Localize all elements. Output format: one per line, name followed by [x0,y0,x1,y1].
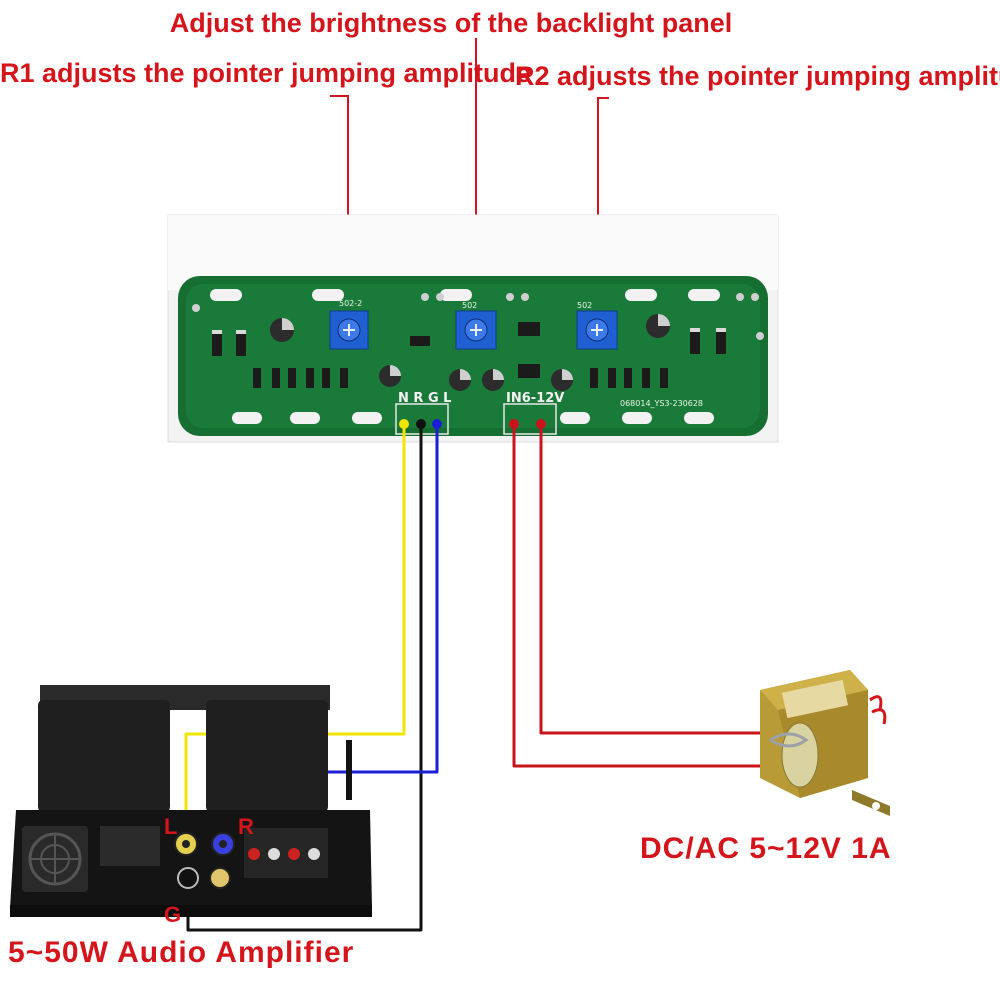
r2-callout: R2 adjusts the pointer jumping amplitude [515,61,1000,91]
smd-parts [212,322,726,388]
ground-terminal-label: G [164,902,181,927]
transformer [760,670,890,816]
part-number-silk: 068014_YS3-230628 [620,399,703,408]
vu-meter-module: 502-2 502 502 [167,214,779,443]
power-callout: DC/AC 5~12V 1A [640,832,892,865]
input-pins [399,419,546,429]
header-right-label: IN6-12V [506,391,564,406]
rca-jacks [248,848,320,860]
right-terminal-label: R [238,814,254,839]
pot-r2[interactable] [576,310,618,350]
r1-callout: R1 adjusts the pointer jumping amplitude [0,58,531,88]
pot-right-silk: 502 [577,301,592,310]
backlight-callout: Adjust the brightness of the backlight p… [170,8,733,38]
header-left-label: N R G L [398,391,451,406]
mounting-slots [210,289,720,424]
audio-amplifier: L R G [10,685,372,927]
power-wire-2 [539,428,790,735]
pot-r1[interactable] [329,310,369,350]
speaker-terminals [174,832,235,889]
amplifier-callout: 5~50W Audio Amplifier [8,936,354,969]
fan-grille-icon [22,826,88,892]
pot-left-silk: 502-2 [339,299,362,308]
left-terminal-label: L [164,814,177,839]
pot-mid-silk: 502 [462,301,477,310]
capacitors [270,314,670,391]
pot-backlight[interactable] [455,310,497,350]
power-wire-1 [512,428,790,768]
